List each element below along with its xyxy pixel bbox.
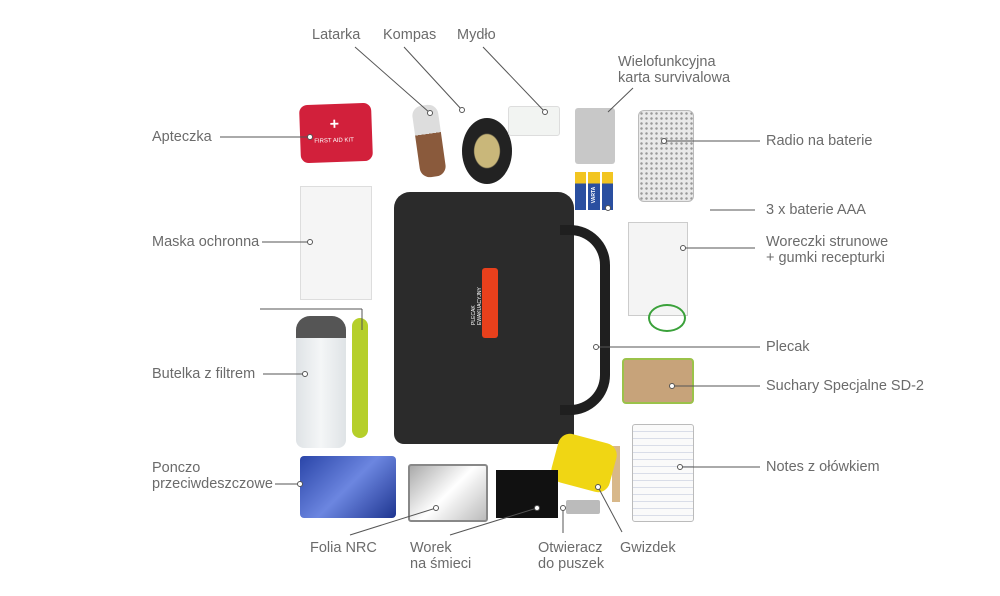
backpack-tag: PLECAK EWAKUACYJNY (471, 268, 498, 338)
label-mydlo: Mydło (457, 27, 496, 43)
pencil (612, 446, 620, 502)
soap (508, 106, 560, 136)
compass (462, 118, 512, 184)
can-opener (566, 500, 600, 514)
trash-bag (496, 470, 558, 518)
label-kompas: Kompas (383, 27, 437, 43)
zip-bags (628, 222, 688, 316)
survival-card (575, 108, 615, 164)
label-radio: Radio na baterie (766, 133, 873, 149)
poncho (300, 456, 396, 518)
label-latarka: Latarka (312, 27, 361, 43)
label-maska: Maska ochronna (152, 234, 260, 250)
label-plecak: Plecak (766, 339, 810, 355)
crackers (622, 358, 694, 404)
label-apteczka: Apteczka (152, 129, 212, 145)
label-gwizdek: Gwizdek (620, 540, 676, 556)
notepad (632, 424, 694, 522)
radio (638, 110, 694, 202)
label-suchary: Suchary Specjalne SD-2 (766, 378, 924, 394)
label-baterie: 3 x baterie AAA (766, 202, 866, 218)
backpack-strap (560, 225, 610, 415)
rubber-bands (648, 304, 686, 332)
label-notes: Notes z ołówkiem (766, 459, 880, 475)
label-woreczki: Woreczki strunowe+ gumki recepturki (766, 234, 889, 266)
batteries: VARTA (575, 172, 613, 210)
battery (575, 172, 587, 210)
label-folia: Folia NRC (310, 540, 377, 556)
battery: VARTA (588, 172, 600, 210)
battery (601, 172, 613, 210)
spork (352, 318, 368, 438)
water-bottle (296, 316, 346, 448)
label-butelka: Butelka z filtrem (152, 366, 256, 382)
